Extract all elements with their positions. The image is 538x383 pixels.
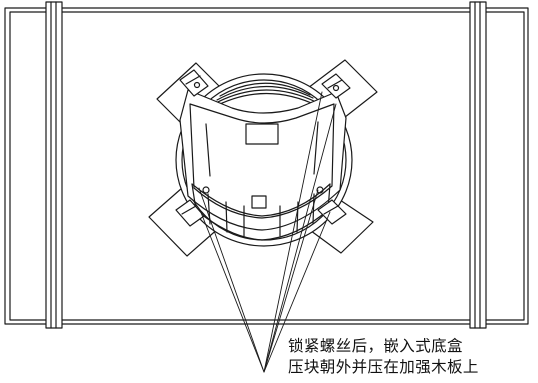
callout-leader-lines — [198, 91, 337, 373]
installation-caption: 锁紧螺丝后，嵌入式底盒 压块朝外并压在加强木板上 — [288, 336, 534, 378]
right-support-strip — [469, 1, 487, 329]
left-support-strip — [45, 1, 63, 329]
caption-line-2: 压块朝外并压在加强木板上 — [288, 358, 479, 376]
clamp-top-right — [321, 73, 351, 99]
caption-line-1: 锁紧螺丝后，嵌入式底盒 — [288, 337, 463, 355]
clamp-top-left — [179, 69, 209, 97]
clamp-bottom-left — [175, 186, 210, 227]
back-box — [175, 73, 353, 247]
